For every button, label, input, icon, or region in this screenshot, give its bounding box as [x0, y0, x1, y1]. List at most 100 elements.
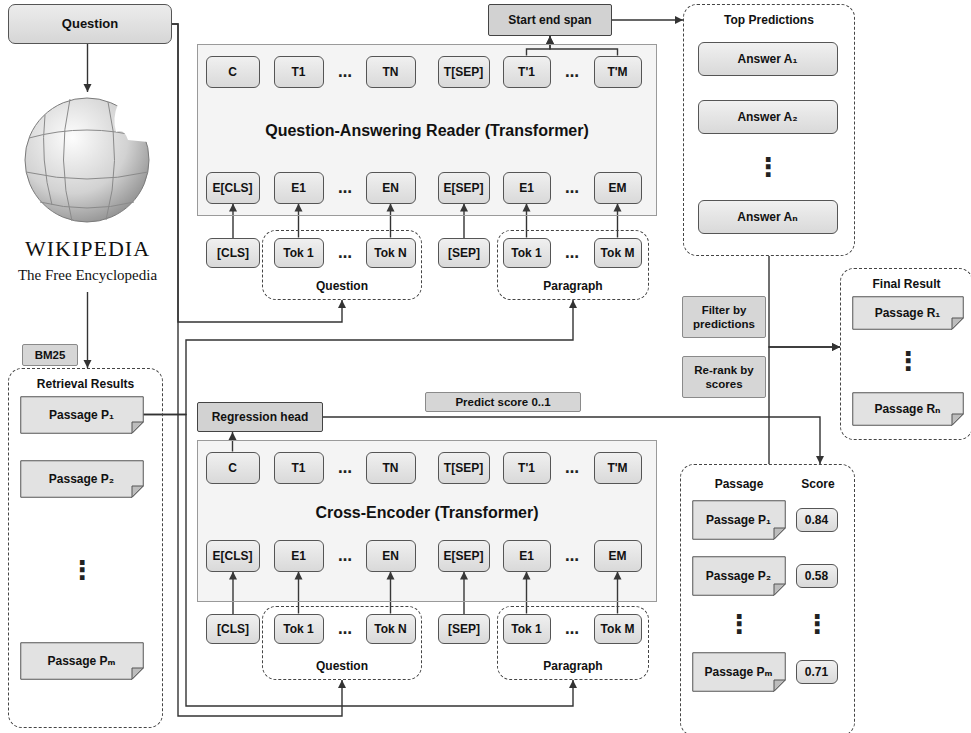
node-label: Top Predictions: [684, 13, 854, 27]
node-label: E[SEP]: [443, 549, 483, 563]
transformer-block: Cross-Encoder (Transformer)CT1TNT[SEP]T'…: [197, 440, 657, 602]
node-label: E1: [519, 549, 534, 563]
arrowhead: [338, 680, 346, 688]
node-label: [SEP]: [448, 622, 480, 636]
node-label: EN: [382, 549, 399, 563]
ellipsis: …: [565, 549, 579, 563]
score-table-panel: PassageScorePassage P₁0.84Passage P₂0.58…: [680, 464, 855, 733]
node-label: T'M: [607, 65, 627, 79]
node-label: 0.58: [805, 569, 828, 583]
node-label: Tok 1: [283, 246, 313, 260]
node-label: WIKIPEDIA: [10, 236, 165, 262]
node-label: Final Result: [841, 277, 971, 291]
node-label: T'1: [518, 461, 535, 475]
node-label: Regression head: [212, 410, 309, 424]
logo-node: WIKIPEDIA The Free Encyclopedia: [10, 92, 165, 292]
document-shape: Passage Pₘ: [20, 642, 144, 680]
vertical-ellipsis: ⋮: [69, 557, 95, 583]
group-panel: ParagraphTok 1Tok M: [497, 230, 649, 300]
output-box: Start end span: [488, 4, 612, 36]
document-shape: Passage Pₘ: [692, 652, 786, 692]
connector: [612, 16, 683, 24]
arrowhead: [675, 16, 683, 24]
process-box: E1: [274, 540, 324, 572]
document-body: [20, 460, 143, 497]
document-fold: [774, 584, 785, 595]
process-box: C: [206, 56, 260, 88]
process-box: [SEP]: [438, 238, 490, 268]
node-label: [CLS]: [217, 246, 249, 260]
node-label: EN: [382, 181, 399, 195]
node-label: Tok 1: [511, 622, 541, 636]
process-box: T1: [274, 56, 324, 88]
process-box: T'1: [503, 452, 551, 484]
process-box: Tok N: [366, 614, 416, 644]
connector: [769, 343, 840, 464]
document-body: [692, 652, 785, 691]
node-label: Tok M: [601, 246, 635, 260]
process-box: Tok 1: [274, 614, 324, 644]
node-label: Passage Rₙ: [874, 402, 940, 416]
process-box: [SEP]: [438, 614, 490, 644]
group-panel: ParagraphTok 1Tok M: [497, 606, 649, 680]
document-body: [692, 556, 785, 595]
ellipsis: …: [338, 549, 352, 563]
process-box: C: [206, 452, 260, 484]
process-box: 0.84: [796, 508, 838, 532]
connector: [84, 44, 92, 92]
node-label: E1: [291, 549, 306, 563]
arrowhead: [569, 300, 577, 308]
ellipsis: …: [565, 246, 579, 260]
document-shape: Passage R₁: [852, 296, 964, 330]
node-label: Tok 1: [511, 246, 541, 260]
process-box: Answer A₂: [698, 100, 838, 134]
process-box: E[SEP]: [438, 172, 490, 204]
node-label: [SEP]: [448, 246, 480, 260]
node-label: Passage Pₘ: [47, 654, 115, 668]
arrowhead: [84, 84, 92, 92]
node-label: Passage R₁: [875, 306, 941, 320]
document-shape: Passage P₁: [20, 396, 144, 434]
process-box: Tok 1: [274, 238, 324, 268]
process-box: EM: [594, 172, 642, 204]
node-label: Tok N: [374, 622, 406, 636]
process-box: Tok M: [594, 238, 642, 268]
node-label: T'M: [607, 461, 627, 475]
process-box: EN: [366, 540, 416, 572]
node-label: Start end span: [508, 13, 591, 27]
ellipsis: …: [338, 181, 352, 195]
node-label: Predict score 0..1: [455, 395, 550, 409]
connector: [144, 300, 578, 415]
process-box: Tok N: [366, 238, 416, 268]
node-label: Question: [62, 17, 118, 31]
process-box: [CLS]: [206, 614, 260, 644]
process-box: 0.71: [796, 660, 838, 684]
group-panel: QuestionTok 1Tok N: [262, 606, 422, 680]
node-label: Tok 1: [283, 622, 313, 636]
arrowhead: [338, 300, 346, 308]
ellipsis: …: [338, 622, 352, 636]
node-label: TN: [383, 65, 399, 79]
process-box: T'M: [594, 56, 642, 88]
process-box: E[SEP]: [438, 540, 490, 572]
ellipsis: …: [338, 65, 352, 79]
tag-box: BM25: [22, 344, 78, 366]
document-body: [692, 500, 785, 539]
process-box: E1: [274, 172, 324, 204]
process-box: T'1: [503, 56, 551, 88]
document-fold: [132, 668, 143, 679]
node-label: C: [228, 461, 237, 475]
node-label: Retrieval Results: [9, 377, 162, 391]
node-label: Tok N: [374, 246, 406, 260]
process-box: Tok 1: [503, 238, 551, 268]
node-label: The Free Encyclopedia: [10, 266, 165, 284]
node-label: T[SEP]: [444, 65, 483, 79]
vertical-ellipsis: ⋮: [726, 611, 752, 637]
connector-line: [144, 300, 574, 415]
document-shape: Passage Rₙ: [852, 392, 964, 426]
vertical-ellipsis: ⋮: [755, 154, 781, 180]
arrowhead: [569, 680, 577, 688]
output-box: Regression head: [197, 402, 323, 432]
process-box: T'M: [594, 452, 642, 484]
arrowhead: [816, 456, 824, 464]
